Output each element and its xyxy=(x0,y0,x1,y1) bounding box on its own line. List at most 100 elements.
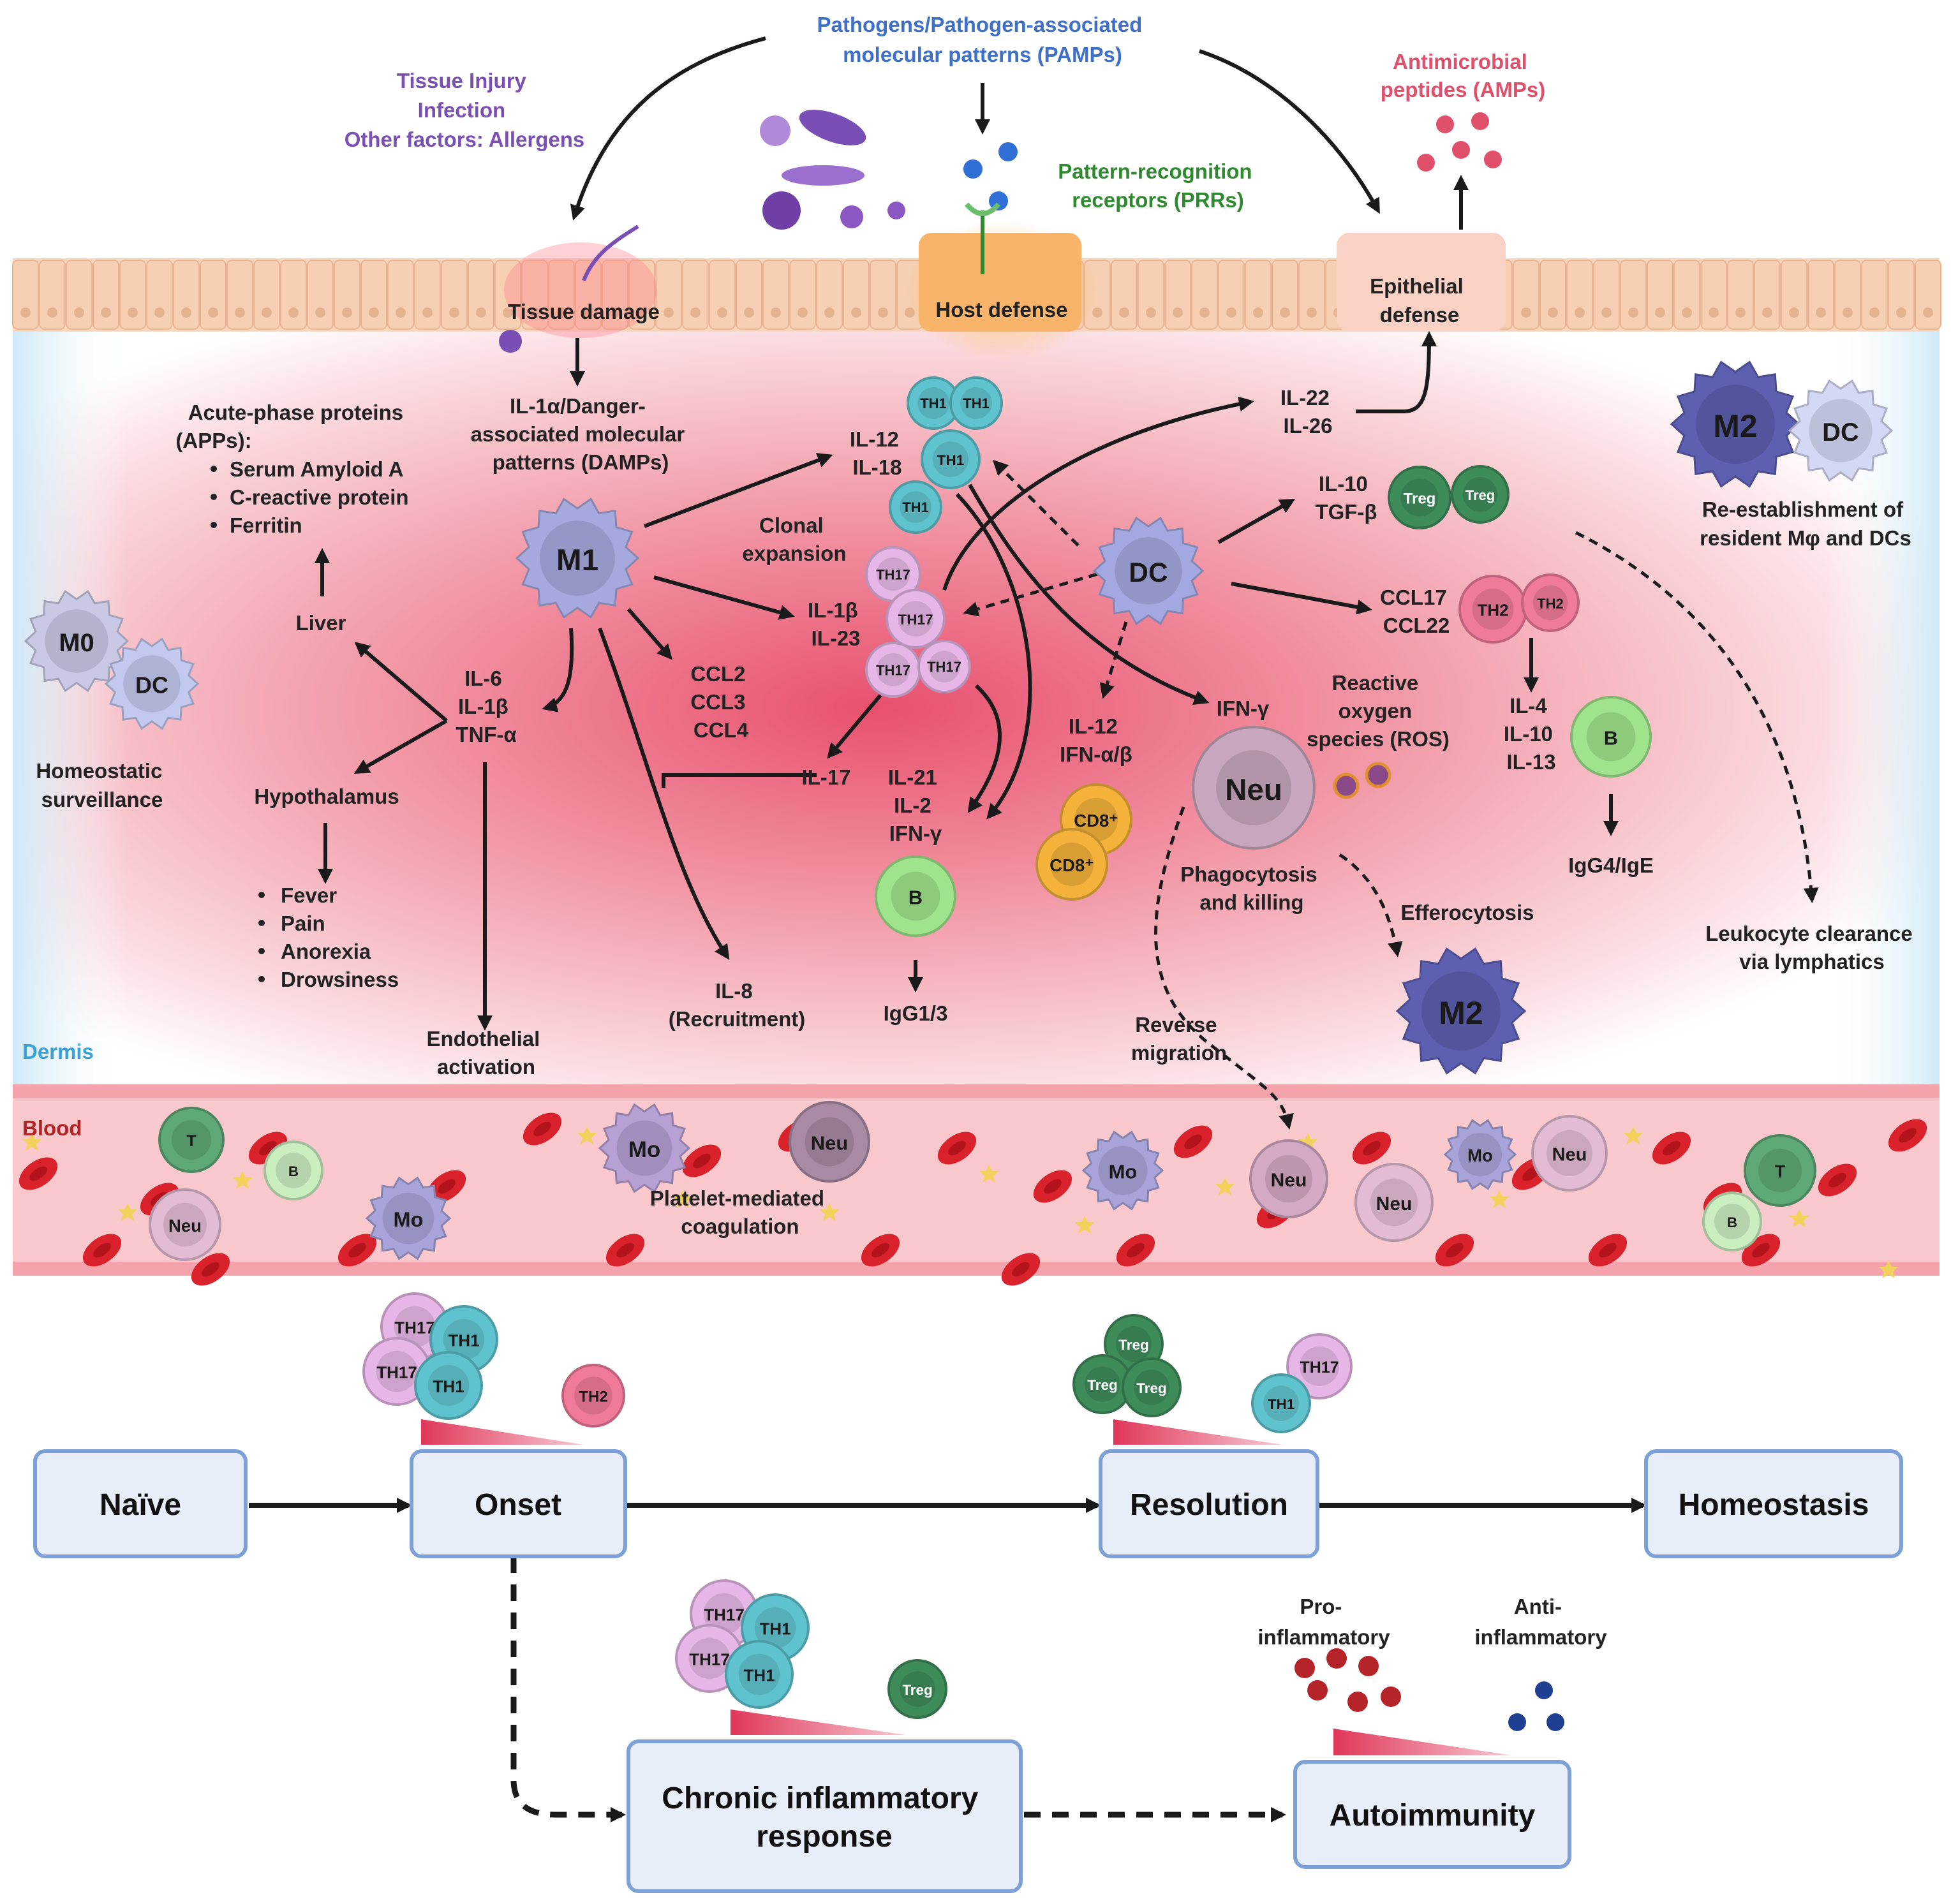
resolution-label: Resolution xyxy=(1130,1488,1288,1522)
t-cell-blood-label: T xyxy=(186,1132,196,1150)
platelet xyxy=(1075,1216,1094,1234)
th1-cell: TH1 xyxy=(1251,1373,1311,1433)
anti-label-2: inflammatory xyxy=(1474,1625,1607,1649)
autoimmunity-box: Autoimmunity xyxy=(1293,1760,1571,1869)
autoimmunity-label: Autoimmunity xyxy=(1330,1799,1536,1833)
homeostatic-2: surveillance xyxy=(41,788,163,811)
b-cell-th2: B xyxy=(1570,696,1652,778)
prr-label-2: receptors (PRRs) xyxy=(1072,188,1244,212)
m2-cell-efferocytosis-label: M2 xyxy=(1439,995,1483,1031)
dermis-label: Dermis xyxy=(22,1040,94,1063)
symptom-4: Drowsiness xyxy=(281,968,399,991)
onset-label: Onset xyxy=(475,1488,561,1522)
endothelial-1: Endothelial xyxy=(426,1027,540,1051)
ccl17-1: CCL17 xyxy=(1380,586,1447,609)
monocyte-blood: Mo xyxy=(1443,1119,1517,1190)
b-cell-blood: B xyxy=(263,1140,323,1200)
il10-2: TGF-β xyxy=(1315,500,1377,524)
epithelial-defense-1: Epithelial xyxy=(1370,274,1464,298)
chronic-label-2: response xyxy=(756,1820,892,1854)
th17-cell-label: TH17 xyxy=(876,662,910,678)
il17-label: IL-17 xyxy=(801,765,850,789)
pro-inflammatory-molecule xyxy=(1358,1656,1379,1676)
efferocytosis-label: Efferocytosis xyxy=(1400,901,1534,924)
anti-inflammatory-molecule xyxy=(1547,1713,1564,1731)
th17-cell-label: TH17 xyxy=(704,1605,745,1624)
th17-cell-label: TH17 xyxy=(876,566,910,582)
dc-cell-label: DC xyxy=(1129,558,1168,588)
neutrophil-blood-label: Neu xyxy=(168,1216,202,1236)
app-item-3: Ferritin xyxy=(230,513,302,537)
blood-label: Blood xyxy=(22,1116,82,1140)
ros-icon xyxy=(1333,772,1360,799)
svg-text:IL-10 TGF-β: IL-10 TGF-β xyxy=(1315,472,1377,524)
phago-1: Phagocytosis xyxy=(1180,862,1317,886)
platelet xyxy=(22,1133,41,1151)
pro-inflammatory-molecule xyxy=(1326,1648,1347,1669)
prr-label-1: Pattern-recognition xyxy=(1058,159,1252,183)
neutrophil-blood: Neu xyxy=(149,1188,221,1261)
damps-label-3: patterns (DAMPs) xyxy=(493,450,669,474)
svg-text:Re-establishment of resi: Re-establishment of resident Mφ and DCs xyxy=(1700,498,1911,550)
resolution-wedge xyxy=(1113,1419,1282,1445)
pathway-arrows xyxy=(315,36,1619,1031)
b-cell-th2-label: B xyxy=(1604,727,1618,749)
onset-wedge xyxy=(421,1419,584,1445)
platelet-1: Platelet-mediated xyxy=(650,1186,824,1210)
th1-cell: TH1 xyxy=(949,376,1003,430)
t-cell-blood-label: T xyxy=(1775,1162,1786,1181)
il10-1: IL-10 xyxy=(1319,472,1368,496)
th1-cell-label: TH1 xyxy=(448,1331,479,1350)
reverse-2: migration xyxy=(1131,1041,1227,1065)
il8-2: (Recruitment) xyxy=(669,1007,806,1031)
il6-label-2: IL-1β xyxy=(458,695,508,718)
treg-cell: Treg xyxy=(1388,466,1451,529)
clonal-2: expansion xyxy=(742,542,846,565)
pro-inflammatory-molecule xyxy=(1347,1692,1368,1712)
endothelial-2: activation xyxy=(437,1055,535,1079)
symptom-1: Fever xyxy=(281,883,337,907)
pro-inflammatory-molecule xyxy=(1381,1686,1401,1707)
monocyte-extravasating-label: Mo xyxy=(628,1137,661,1162)
app-title-1: Acute-phase proteins xyxy=(188,401,403,424)
th17-cell-label: TH17 xyxy=(898,612,933,628)
m0-cell: M0 xyxy=(24,589,130,693)
th1-cell: TH1 xyxy=(889,480,942,534)
ros-3: species (ROS) xyxy=(1307,727,1450,751)
clearance-1: Leukocyte clearance xyxy=(1705,922,1913,945)
amp-label-2: peptides (AMPs) xyxy=(1381,78,1546,101)
th17-cell-label: TH17 xyxy=(1300,1359,1339,1376)
neutrophil-blood-label: Neu xyxy=(1376,1193,1413,1214)
th17-cell: TH17 xyxy=(917,640,971,693)
il21-2: IL-2 xyxy=(894,793,931,817)
symptom-3: Anorexia xyxy=(281,940,371,963)
pro-label-1: Pro- xyxy=(1300,1595,1342,1618)
th1-cell-label: TH1 xyxy=(963,395,990,411)
svg-text:Reactive oxygen sp: Reactive oxygen species (ROS) xyxy=(1307,671,1450,751)
il4-3: IL-13 xyxy=(1506,750,1555,774)
ccl-1: CCL2 xyxy=(690,662,745,686)
ccl-2: CCL3 xyxy=(690,690,745,714)
th1-cell-label: TH1 xyxy=(743,1665,775,1685)
il6-label-1: IL-6 xyxy=(464,667,502,690)
svg-text:IL-1β IL-23: IL-1β IL-23 xyxy=(808,598,864,650)
ccl-3: CCL4 xyxy=(694,718,749,742)
reestablish-2: resident Mφ and DCs xyxy=(1700,526,1911,550)
th1-cell-label: TH1 xyxy=(759,1619,790,1638)
th1-cell: TH1 xyxy=(414,1351,483,1420)
m2-cell-label: M2 xyxy=(1713,408,1757,444)
b-cell-blood: B xyxy=(1702,1192,1762,1251)
svg-text:Pathogens/Pathogen-associated: Pathogens/Pathogen-associated molecular … xyxy=(817,13,1148,66)
pathogens-label-2: molecular patterns (PAMPs) xyxy=(843,43,1122,66)
svg-text:Fever Pain Ano: Fever Pain Anorexia Drowsiness xyxy=(281,883,399,991)
onset-box: Onset xyxy=(410,1449,627,1558)
amp-label-1: Antimicrobial xyxy=(1393,50,1527,73)
svg-text:Anti- inflammatory: Anti- inflammatory xyxy=(1474,1595,1607,1649)
il12-18-1: IL-12 xyxy=(850,427,899,451)
svg-text:Serum Amyloid A C-reac: Serum Amyloid A C-reactive protein Ferri… xyxy=(230,457,415,537)
tissue-factor-2: Infection xyxy=(418,98,506,122)
dashed-arrows xyxy=(963,459,1819,1130)
il4-1: IL-4 xyxy=(1510,694,1547,718)
neutrophil-blood: Neu xyxy=(1249,1139,1328,1218)
svg-text:IL-22 IL-26: IL-22 IL-26 xyxy=(1280,386,1335,438)
